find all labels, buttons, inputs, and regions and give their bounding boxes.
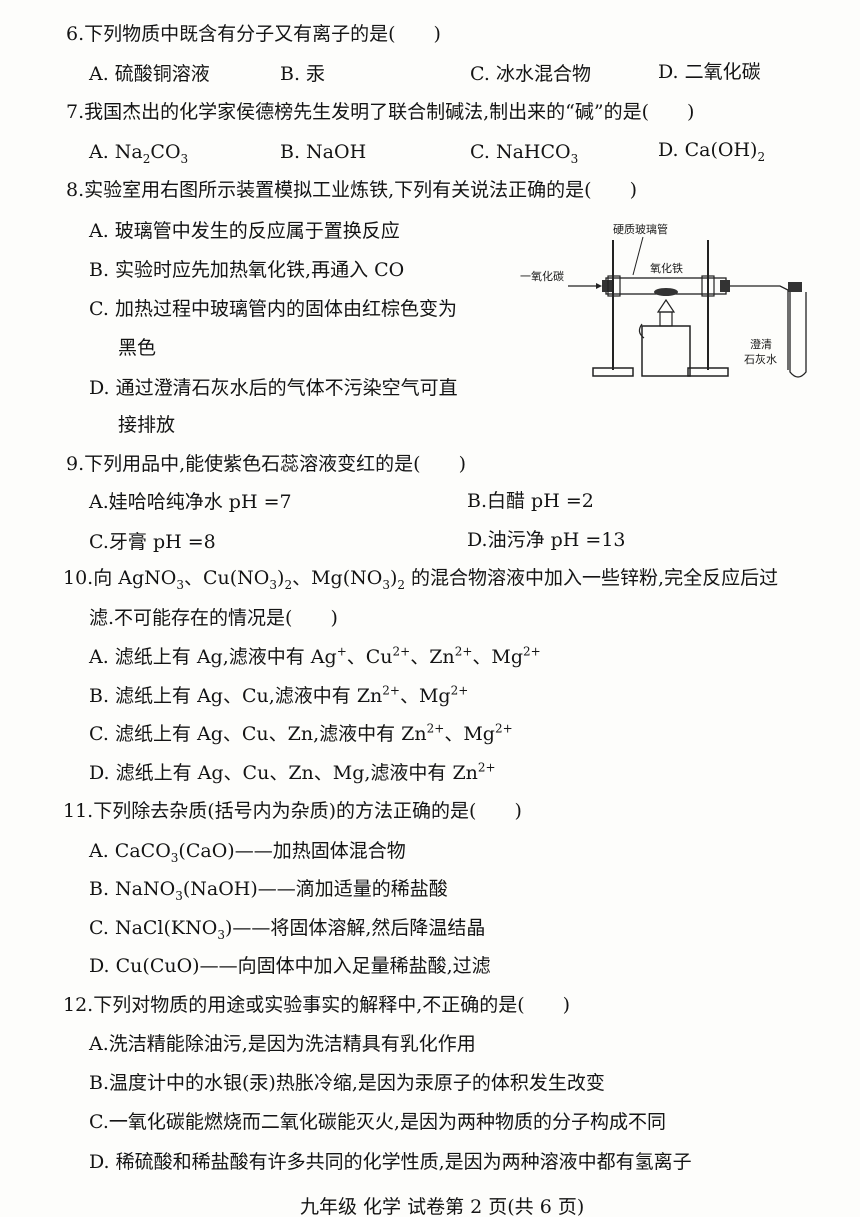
q9-option-c: C.牙膏 pH =8: [89, 531, 216, 553]
q8-option-c-line1: C. 加热过程中玻璃管内的固体由红棕色变为: [89, 298, 457, 320]
q6-option-c: C. 冰水混合物: [470, 63, 591, 85]
q12-option-a: A.洗洁精能除油污,是因为洗洁精具有乳化作用: [89, 1033, 476, 1055]
q6-option-b: B. 汞: [280, 63, 326, 85]
q9-option-b: B.白醋 pH =2: [467, 490, 594, 512]
limewater-label-line1: 澄清: [750, 337, 772, 351]
page-footer: 九年级 化学 试卷第 2 页(共 6 页): [300, 1196, 585, 1217]
q9-option-a: A.娃哈哈纯净水 pH =7: [89, 491, 292, 513]
q11-option-b: B. NaNO3(NaOH)——滴加适量的稀盐酸: [89, 878, 448, 903]
q9-option-d: D.油污净 pH =13: [467, 529, 626, 551]
q11-stem: 11.下列除去杂质(括号内为杂质)的方法正确的是( ): [63, 800, 522, 822]
q7-stem: 7.我国杰出的化学家侯德榜先生发明了联合制碱法,制出来的“碱”的是( ): [66, 101, 695, 123]
q12-option-b: B.温度计中的水银(汞)热胀冷缩,是因为汞原子的体积发生改变: [89, 1072, 605, 1094]
q7-option-c: C. NaHCO3: [470, 141, 579, 166]
q8-option-c-line2: 黑色: [118, 337, 157, 359]
q10-stem-line1: 10.向 AgNO3、Cu(NO3)2、Mg(NO3)2 的混合物溶液中加入一些…: [63, 567, 779, 592]
co-label: 一氧化碳: [520, 269, 564, 283]
q6-option-a: A. 硫酸铜溶液: [89, 63, 210, 85]
iron-smelting-apparatus-diagram: 硬质玻璃管 一氧化碳 氧化铁 澄清 石灰水: [520, 222, 807, 378]
tube-label: 硬质玻璃管: [613, 222, 668, 236]
q6-option-d: D. 二氧化碳: [658, 61, 761, 83]
q8-option-b: B. 实验时应先加热氧化铁,再通入 CO: [89, 259, 405, 281]
q8-stem: 8.实验室用右图所示装置模拟工业炼铁,下列有关说法正确的是( ): [66, 179, 637, 201]
q10-option-d: D. 滤纸上有 Ag、Cu、Zn、Mg,滤液中有 Zn2+: [89, 760, 496, 784]
q10-option-c: C. 滤纸上有 Ag、Cu、Zn,滤液中有 Zn2+、Mg2+: [89, 721, 513, 745]
q11-option-a: A. CaCO3(CaO)——加热固体混合物: [89, 840, 406, 865]
q10-option-a: A. 滤纸上有 Ag,滤液中有 Ag+、Cu2+、Zn2+、Mg2+: [89, 644, 541, 668]
q12-stem: 12.下列对物质的用途或实验事实的解释中,不正确的是( ): [63, 994, 571, 1016]
q10-stem-line2: 滤.不可能存在的情况是( ): [89, 607, 338, 629]
q12-option-d: D. 稀硫酸和稀盐酸有许多共同的化学性质,是因为两种溶液中都有氢离子: [89, 1151, 692, 1173]
q6-stem: 6.下列物质中既含有分子又有离子的是( ): [66, 23, 441, 45]
q11-option-d: D. Cu(CuO)——向固体中加入足量稀盐酸,过滤: [89, 955, 491, 977]
q8-option-a: A. 玻璃管中发生的反应属于置换反应: [89, 220, 400, 242]
q7-option-d: D. Ca(OH)2: [658, 139, 766, 164]
q10-option-b: B. 滤纸上有 Ag、Cu,滤液中有 Zn2+、Mg2+: [89, 683, 469, 707]
q9-stem: 9.下列用品中,能使紫色石蕊溶液变红的是( ): [66, 453, 466, 475]
q11-option-c: C. NaCl(KNO3)——将固体溶解,然后降温结晶: [89, 917, 486, 942]
q7-option-b: B. NaOH: [280, 141, 367, 163]
q7-option-a: A. Na2CO3: [89, 141, 189, 166]
q12-option-c: C.一氧化碳能燃烧而二氧化碳能灭火,是因为两种物质的分子构成不同: [89, 1111, 666, 1133]
limewater-label-line2: 石灰水: [744, 352, 777, 366]
q8-option-d-line2: 接排放: [118, 414, 176, 436]
fe2o3-label: 氧化铁: [650, 261, 683, 275]
q8-option-d-line1: D. 通过澄清石灰水后的气体不污染空气可直: [89, 377, 458, 399]
